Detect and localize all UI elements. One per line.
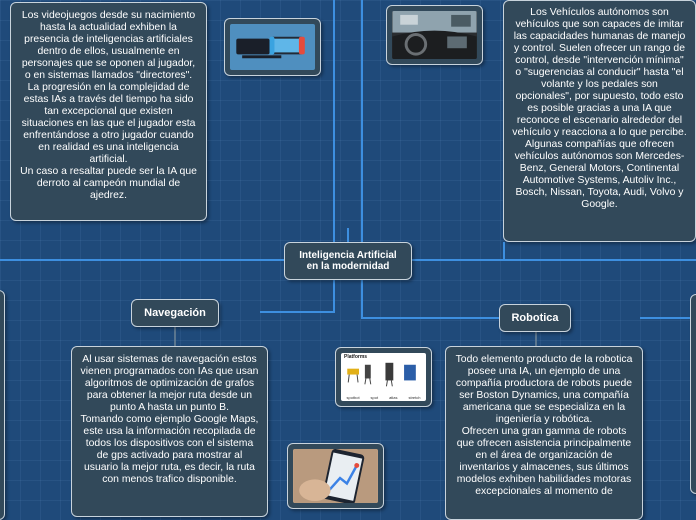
robot-label: spotbot [346, 395, 359, 400]
console-icon [230, 24, 315, 70]
image-robots[interactable]: Platforms spotbot spot atlas stretch [335, 347, 432, 407]
car-interior-picture [392, 11, 477, 59]
offscreen-topic-right[interactable] [690, 294, 696, 494]
car-dashboard-icon [392, 11, 477, 59]
map-phone-icon [293, 449, 378, 503]
topic-navegacion-text[interactable]: Al usar sistemas de navegación estos vie… [71, 346, 268, 517]
maps-phone-picture [293, 449, 378, 503]
topic-videojuegos-text[interactable]: Los videojuegos desde su nacimiento hast… [10, 2, 207, 221]
robot-label: atlas [389, 395, 397, 400]
robot-label: stretch [408, 395, 420, 400]
offscreen-topic-left[interactable] [0, 290, 5, 520]
image-car-interior[interactable] [386, 5, 483, 65]
robots-picture: Platforms spotbot spot atlas stretch [341, 353, 426, 401]
topic-robotica-title[interactable]: Robotica [499, 304, 571, 332]
central-topic[interactable]: Inteligencia Artificial en la modernidad [284, 242, 412, 280]
topic-navegacion-title[interactable]: Navegación [131, 299, 219, 327]
image-game-console[interactable] [224, 18, 321, 76]
robots-picture-title: Platforms [344, 354, 367, 360]
robots-icon [341, 353, 426, 401]
game-console-picture [230, 24, 315, 70]
image-maps-phone[interactable] [287, 443, 384, 509]
topic-vehiculos-text[interactable]: Los Vehículos autónomos son vehículos qu… [503, 0, 696, 242]
topic-robotica-text[interactable]: Todo elemento producto de la robotica po… [445, 346, 643, 520]
robot-label: spot [371, 395, 379, 400]
